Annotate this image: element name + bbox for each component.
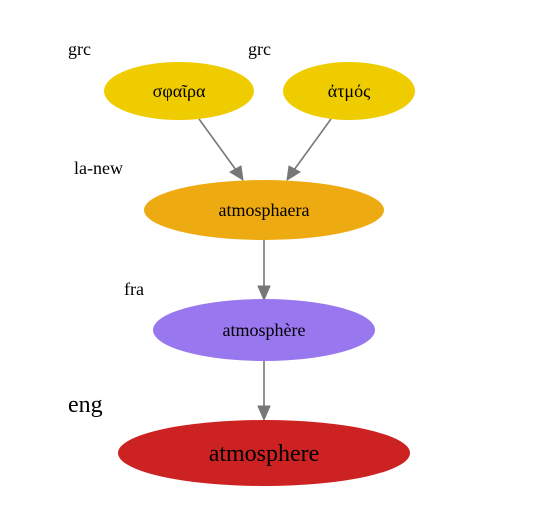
node-atmos-lang: grc (248, 39, 271, 59)
node-atmosphaera-shape (144, 180, 384, 240)
edges (198, 118, 332, 422)
node-atmos-word: ἀτμός (328, 81, 370, 101)
edge-arrowhead (286, 165, 301, 181)
node-atmosphere-eng-shape (118, 420, 410, 486)
node-sphaira-lang: grc (68, 39, 91, 59)
node-sphaira[interactable]: σφαῖρα grc (68, 39, 254, 120)
node-atmosphere-eng-word: atmosphere (209, 441, 320, 467)
node-atmosphaera[interactable]: atmosphaera la-new (74, 158, 384, 240)
node-atmosphere-fra-word: atmosphère (223, 320, 306, 340)
edge-atmos-to-atmosphaera (293, 118, 332, 171)
node-atmosphere-eng[interactable]: atmosphere eng (68, 392, 410, 486)
node-atmos-shape (283, 62, 415, 120)
node-atmos[interactable]: ἀτμός grc (248, 39, 415, 120)
node-atmosphere-fra-shape (153, 299, 375, 361)
node-atmosphaera-word: atmosphaera (219, 200, 310, 220)
node-sphaira-shape (104, 62, 254, 120)
node-atmosphaera-lang: la-new (74, 158, 123, 178)
edge-arrowhead (257, 405, 271, 422)
node-atmosphere-fra[interactable]: atmosphère fra (124, 279, 375, 361)
node-atmosphere-eng-lang: eng (68, 392, 103, 418)
edge-arrowhead (229, 165, 244, 181)
node-sphaira-word: σφαῖρα (153, 81, 206, 101)
node-atmosphere-fra-lang: fra (124, 279, 144, 299)
edge-arrowhead (257, 285, 271, 302)
edge-sphaira-to-atmosphaera (198, 118, 237, 171)
